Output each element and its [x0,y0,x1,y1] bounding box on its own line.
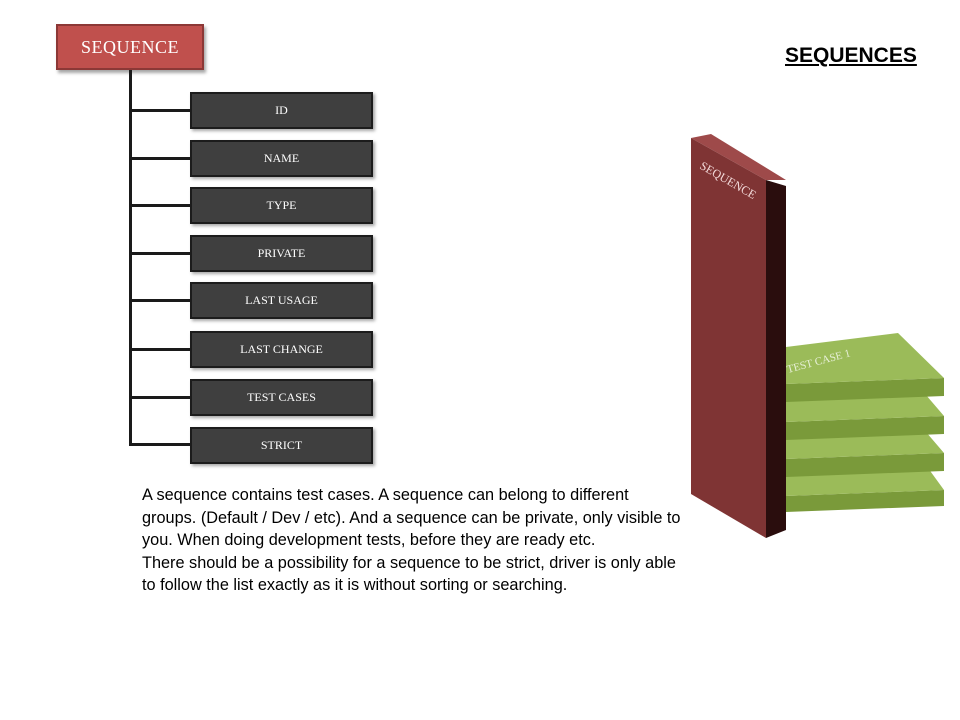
field-label: NAME [263,151,300,165]
field-box-name: NAME [190,140,373,177]
field-label: LAST USAGE [245,293,318,307]
sequence-3d-illustration: TEST CASE 1 SEQUENCE [691,134,944,538]
slide-title: SEQUENCES [785,44,917,67]
sequence-root-label: SEQUENCE [81,36,179,57]
sequence-panel [691,134,786,538]
description-paragraph: There should be a possibility for a sequ… [142,553,676,595]
tree-branch-line [129,204,191,207]
tree-trunk-line [129,70,132,446]
field-box-test-cases: TEST CASES [190,379,373,416]
tree-branch-line [129,252,191,255]
sequence-root-box: SEQUENCE [56,24,204,70]
tree-branch-line [129,348,191,351]
field-box-private: PRIVATE [190,235,373,272]
tree-branch-line [129,443,191,446]
field-label: ID [275,103,288,117]
tree-branch-line [129,396,191,399]
tree-branch-line [129,157,191,160]
field-label: TEST CASES [247,390,316,404]
field-label: PRIVATE [257,246,306,260]
description-paragraph: A sequence contains test cases. A sequen… [142,486,681,549]
field-box-strict: STRICT [190,427,373,464]
field-label: STRICT [260,438,303,452]
tree-branch-line [129,109,191,112]
field-box-last-change: LAST CHANGE [190,331,373,368]
test-case-plate [786,395,944,440]
test-case-plate [786,432,944,477]
field-box-type: TYPE [190,187,373,224]
tree-branch-line [129,299,191,302]
field-box-id: ID [190,92,373,129]
field-label: TYPE [266,198,297,212]
description-text: A sequence contains test cases. A sequen… [142,484,682,597]
field-label: LAST CHANGE [240,342,323,356]
test-case-plate [786,333,944,402]
field-box-last-usage: LAST USAGE [190,282,373,319]
